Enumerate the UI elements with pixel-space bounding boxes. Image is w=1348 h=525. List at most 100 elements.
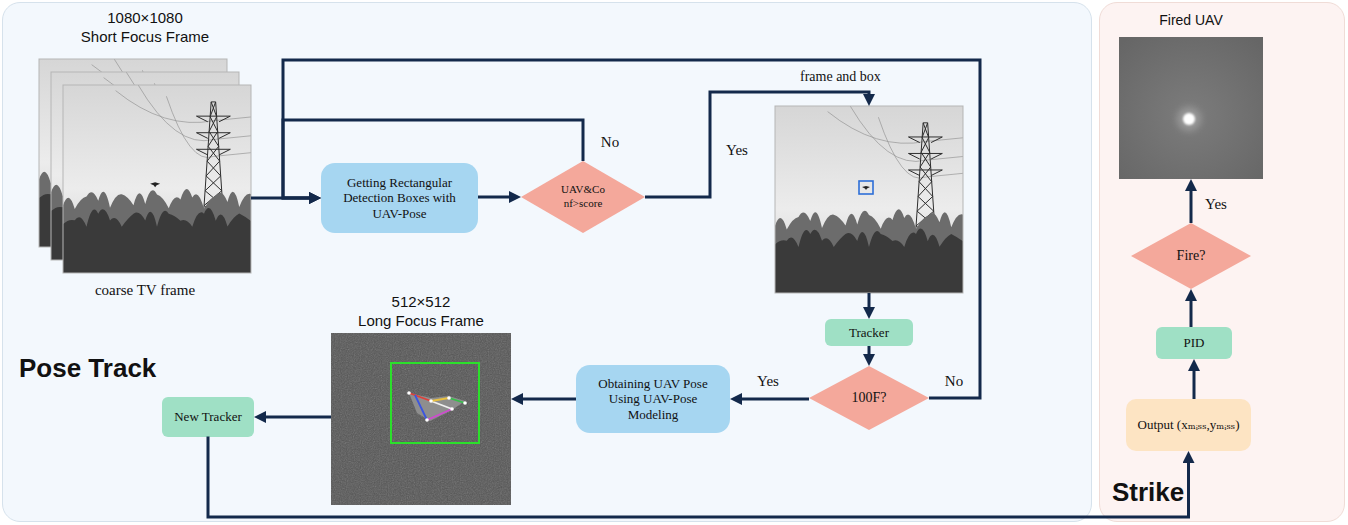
frame-caption: 1080×1080 bbox=[39, 9, 251, 27]
graphic-part bbox=[210, 102, 217, 117]
graphic-part bbox=[208, 132, 219, 147]
fired-illustration bbox=[1119, 37, 1263, 179]
diamond-label: Fire? bbox=[1177, 248, 1206, 265]
pose-joint bbox=[463, 401, 467, 405]
diamond-label: 100F? bbox=[852, 390, 887, 407]
graphic-part bbox=[908, 170, 942, 176]
process-box: Obtaining UAV Pose Using UAV-Pose Modeli… bbox=[576, 365, 730, 433]
graphic-part bbox=[196, 149, 230, 155]
flow-arrow bbox=[478, 196, 515, 199]
halo bbox=[1177, 107, 1201, 131]
detection-frame: frame and box bbox=[775, 106, 963, 293]
box-label: Tracker bbox=[849, 325, 889, 341]
frame-caption: Short Focus Frame bbox=[39, 28, 251, 46]
graphic-part bbox=[196, 149, 230, 150]
pose-joint bbox=[407, 391, 411, 395]
short-focus-frames: 1080×1080Short Focus Framecoarse TV fram… bbox=[39, 59, 251, 273]
pose-box bbox=[391, 363, 479, 443]
pose-joint bbox=[429, 399, 433, 403]
ground bbox=[331, 333, 511, 505]
graphic-part bbox=[922, 123, 929, 138]
noise bbox=[331, 333, 511, 505]
graphic-part bbox=[908, 136, 942, 137]
pose-joint bbox=[425, 418, 429, 422]
tracker-box: Tracker bbox=[825, 319, 913, 346]
flow-arrow bbox=[517, 398, 576, 401]
output-box: Output (xₘᵢₛₛ,yₘᵢₛₛ) bbox=[1126, 399, 1251, 451]
power-wire bbox=[828, 112, 963, 144]
far-trees bbox=[63, 189, 251, 273]
ground bbox=[1119, 37, 1263, 179]
pose-limb bbox=[431, 401, 452, 409]
pose-limb bbox=[409, 393, 431, 401]
drone bbox=[862, 186, 870, 190]
graphic-part bbox=[908, 137, 942, 143]
frame-caption: 512×512 bbox=[331, 293, 511, 311]
box-label: Obtaining UAV Pose Using UAV-Pose Modeli… bbox=[584, 376, 722, 423]
power-wire bbox=[878, 117, 963, 178]
process-box: Getting Rectangular Detection Boxes with… bbox=[321, 163, 478, 233]
branch-label: Yes bbox=[1203, 195, 1229, 213]
flow-arrow bbox=[251, 197, 315, 200]
pose-limb bbox=[415, 395, 427, 420]
flow-arrow bbox=[1193, 365, 1196, 399]
branch-label: Yes bbox=[755, 372, 781, 390]
flow-arrow bbox=[208, 437, 1189, 517]
graphic-part bbox=[196, 132, 230, 133]
scene bbox=[775, 106, 963, 293]
flow-arrow bbox=[283, 60, 980, 398]
graphic-part bbox=[921, 138, 930, 153]
decision-diamond: 100F? bbox=[809, 366, 929, 430]
panel-title: Pose Track bbox=[19, 353, 156, 384]
flow-arrow bbox=[283, 120, 583, 198]
pose-limb bbox=[427, 409, 452, 420]
frame-caption: frame and box bbox=[800, 69, 881, 85]
long-focus-frame: 512×512Long Focus Frame bbox=[331, 333, 511, 505]
front-frame bbox=[63, 85, 251, 273]
power-wire bbox=[850, 106, 963, 161]
flow-arrow bbox=[736, 398, 809, 401]
graphic-part bbox=[196, 116, 230, 117]
diamond-shape bbox=[809, 366, 929, 430]
pose-track-panel: Pose Track1080×1080Short Focus Framecoar… bbox=[2, 2, 1092, 522]
flow-arrow bbox=[1190, 295, 1193, 327]
box-label: New Tracker bbox=[174, 409, 242, 425]
panel-title: Strike bbox=[1112, 477, 1184, 508]
flow-arrow bbox=[645, 92, 869, 197]
long-focus-illustration bbox=[331, 333, 511, 505]
frame-border bbox=[63, 85, 251, 273]
frame-stack-illustration bbox=[39, 59, 251, 273]
box-label: PID bbox=[1184, 335, 1205, 351]
sky bbox=[63, 85, 251, 273]
decision-diamond: UAV&Co nf>score bbox=[521, 161, 645, 233]
pose-limb bbox=[431, 398, 449, 401]
graphic-part bbox=[196, 116, 230, 122]
frame-border bbox=[775, 106, 963, 293]
tracker-box: New Tracker bbox=[162, 397, 254, 436]
pid-box: PID bbox=[1156, 327, 1232, 359]
graphic-part bbox=[917, 196, 934, 211]
flow-arrow bbox=[868, 346, 871, 360]
pose-joint bbox=[447, 396, 451, 400]
flow-arrow bbox=[1190, 185, 1193, 223]
diamond-shape bbox=[1131, 223, 1251, 289]
diamond-shape bbox=[521, 161, 645, 233]
graphic-part bbox=[908, 153, 942, 154]
power-wire bbox=[116, 91, 251, 123]
box-label: Getting Rectangular Detection Boxes with… bbox=[329, 175, 470, 222]
power-wire bbox=[166, 96, 251, 157]
frame-caption: Fired UAV bbox=[1119, 11, 1263, 29]
power-wire bbox=[138, 85, 251, 141]
branch-label: Yes bbox=[724, 141, 750, 159]
graphic-part bbox=[919, 167, 932, 182]
graphic-part bbox=[920, 152, 931, 167]
box-label: Output (xₘᵢₛₛ,yₘᵢₛₛ) bbox=[1138, 417, 1240, 434]
flow-arrow bbox=[868, 293, 871, 313]
flow-arrow bbox=[260, 416, 331, 419]
detection-box bbox=[859, 181, 873, 194]
frame-caption: Long Focus Frame bbox=[331, 312, 511, 330]
sky bbox=[775, 106, 963, 293]
strike-panel: Strike Output (xₘᵢₛₛ,yₘᵢₛₛ) PID Fire? Fired … bbox=[1099, 2, 1345, 522]
frame-caption: coarse TV frame bbox=[39, 281, 251, 299]
